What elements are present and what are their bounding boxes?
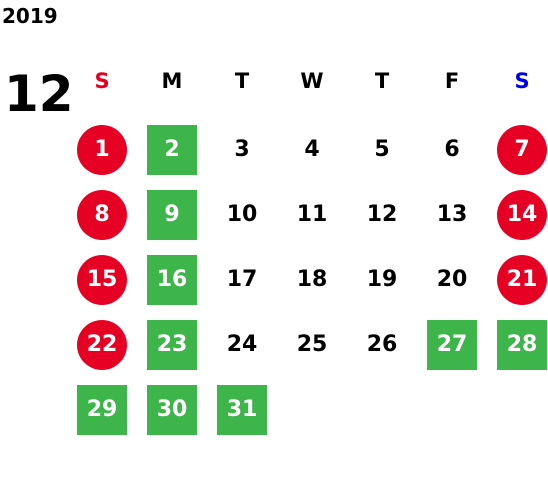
day-cell[interactable]: 31 xyxy=(217,385,267,435)
day-cell[interactable]: 17 xyxy=(226,267,258,292)
day-cell[interactable]: 11 xyxy=(296,202,328,227)
day-cell[interactable]: 18 xyxy=(296,267,328,292)
day-cell[interactable]: 28 xyxy=(497,320,547,370)
day-cell[interactable]: 14 xyxy=(497,190,547,240)
day-cell[interactable]: 20 xyxy=(436,267,468,292)
day-cell[interactable]: 9 xyxy=(147,190,197,240)
weekday-6: S xyxy=(514,69,530,93)
day-cell[interactable]: 5 xyxy=(374,137,390,162)
day-cell[interactable]: 26 xyxy=(366,332,398,357)
day-cell[interactable]: 30 xyxy=(147,385,197,435)
month-label: 12 xyxy=(4,65,74,123)
day-cell[interactable]: 8 xyxy=(77,190,127,240)
day-cell[interactable]: 25 xyxy=(296,332,328,357)
day-cell[interactable]: 22 xyxy=(77,320,127,370)
day-cell[interactable]: 21 xyxy=(497,255,547,305)
day-cell[interactable]: 2 xyxy=(147,125,197,175)
day-cell[interactable]: 6 xyxy=(444,137,460,162)
day-cell[interactable]: 12 xyxy=(366,202,398,227)
day-cell[interactable]: 7 xyxy=(497,125,547,175)
day-cell[interactable]: 24 xyxy=(226,332,258,357)
day-cell[interactable]: 23 xyxy=(147,320,197,370)
day-cell[interactable]: 4 xyxy=(304,137,320,162)
weekday-4: T xyxy=(374,69,390,93)
weekday-1: M xyxy=(161,69,183,93)
day-cell[interactable]: 10 xyxy=(226,202,258,227)
day-cell[interactable]: 19 xyxy=(366,267,398,292)
day-cell[interactable]: 13 xyxy=(436,202,468,227)
weekday-3: W xyxy=(300,69,324,93)
day-cell[interactable]: 3 xyxy=(234,137,250,162)
day-cell[interactable]: 27 xyxy=(427,320,477,370)
weekday-0: S xyxy=(94,69,110,93)
day-cell[interactable]: 16 xyxy=(147,255,197,305)
day-cell[interactable]: 1 xyxy=(77,125,127,175)
weekday-5: F xyxy=(444,69,460,93)
weekday-2: T xyxy=(234,69,250,93)
day-cell[interactable]: 29 xyxy=(77,385,127,435)
day-cell[interactable]: 15 xyxy=(77,255,127,305)
year-label: 2019 xyxy=(2,4,58,28)
